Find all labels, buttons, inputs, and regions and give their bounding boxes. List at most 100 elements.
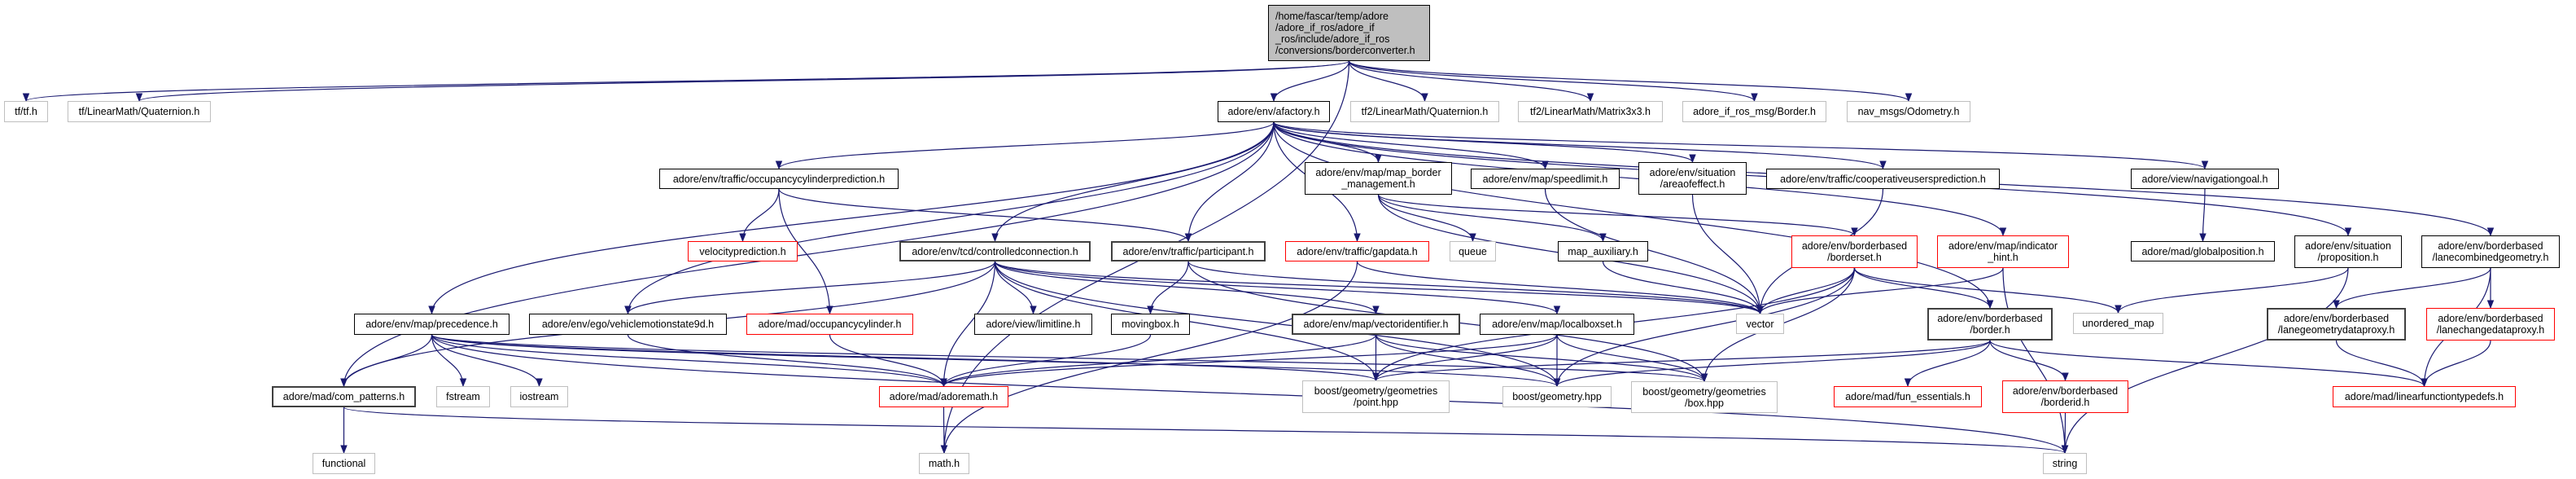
- node-tf_tf: tf/tf.h: [4, 101, 48, 122]
- edge-proposition-to-unordered: [2115, 267, 2349, 314]
- node-borderset[interactable]: adore/env/borderbased /borderset.h: [1791, 235, 1918, 268]
- node-iostream: iostream: [510, 386, 568, 407]
- edge-controlled-to-limitline: [994, 261, 1037, 315]
- node-movingbox[interactable]: movingbox.h: [1111, 314, 1190, 335]
- edge-com_patterns-to-string: [343, 406, 2068, 455]
- node-math: math.h: [919, 453, 969, 474]
- node-border_msg: adore_if_ros_msg/Border.h: [1682, 101, 1826, 122]
- node-afactory[interactable]: adore/env/afactory.h: [1218, 101, 1330, 122]
- edge-border-to-borderid: [1989, 340, 2069, 382]
- node-linfunc[interactable]: adore/mad/linearfunctiontypedefs.h: [2333, 386, 2516, 407]
- edge-controlled-to-vector: [994, 261, 1764, 315]
- edge-borderset-to-border: [1853, 267, 1994, 310]
- node-gapdata[interactable]: adore/env/traffic/gapdata.h: [1285, 241, 1429, 261]
- edge-afactory-to-precedence: [428, 121, 1275, 315]
- edge-precedence-to-bgeom: [431, 334, 1560, 388]
- edge-precedence-to-fstream: [431, 334, 467, 388]
- edge-border-to-funess: [1904, 340, 1991, 388]
- edge-borderset-to-bgeom: [1553, 267, 1856, 388]
- node-occpred[interactable]: adore/env/traffic/occupancycylinderpredi…: [659, 169, 899, 189]
- node-funess[interactable]: adore/mad/fun_essentials.h: [1834, 386, 1982, 407]
- node-point: boost/geometry/geometries /point.hpp: [1302, 380, 1450, 413]
- edge-afactory-to-participant: [1184, 121, 1275, 243]
- edge-precedence-to-point: [431, 334, 1380, 382]
- edge-occcyl-to-adoremath: [829, 334, 947, 388]
- node-speedlimit[interactable]: adore/env/map/speedlimit.h: [1471, 169, 1620, 189]
- edge-borderset-to-unordered: [1853, 267, 2122, 314]
- node-border[interactable]: adore/env/borderbased /border.h: [1927, 308, 2053, 341]
- edge-afactory-to-border: [1273, 121, 1994, 310]
- node-com_patterns[interactable]: adore/mad/com_patterns.h: [272, 386, 416, 407]
- node-vectorid[interactable]: adore/env/map/vectoridentifier.h: [1292, 314, 1460, 335]
- node-occcyl[interactable]: adore/mad/occupancycylinder.h: [746, 314, 913, 335]
- node-main[interactable]: /home/fascar/temp/adore /adore_if_ros/ad…: [1268, 5, 1430, 61]
- edge-controlled-to-vehmotion: [624, 261, 996, 315]
- node-limitline[interactable]: adore/view/limitline.h: [974, 314, 1092, 335]
- edge-map_border-to-queue: [1377, 194, 1476, 243]
- edge-gapdata-to-math: [940, 261, 1358, 455]
- edge-areaofeffect-to-vector: [1691, 194, 1764, 315]
- edge-occpred-to-velpred: [739, 188, 780, 243]
- node-bgeom: boost/geometry.hpp: [1502, 386, 1612, 407]
- edge-localbox-to-box: [1556, 334, 1708, 383]
- edge-adoremath-to-math: [940, 406, 948, 455]
- edge-movingbox-to-adoremath: [940, 334, 1152, 388]
- edge-vehmotion-to-adoremath: [627, 334, 947, 388]
- edge-border-to-bgeom: [1553, 340, 1991, 388]
- edge-main-to-border_msg: [1348, 60, 1758, 103]
- node-participant[interactable]: adore/env/traffic/participant.h: [1111, 241, 1266, 261]
- edge-main-to-odometry: [1348, 60, 1913, 103]
- node-navgoal[interactable]: adore/view/navigationgoal.h: [2131, 169, 2279, 189]
- edge-participant-to-movingbox: [1147, 261, 1189, 315]
- edge-afactory-to-vehmotion: [624, 121, 1275, 315]
- node-lanechange[interactable]: adore/env/borderbased /lanechangedatapro…: [2426, 308, 2555, 341]
- edge-lanecomb-to-lanegeom: [2333, 267, 2491, 310]
- edge-border-to-linfunc: [1989, 340, 2428, 388]
- node-lanegeom[interactable]: adore/env/borderbased /lanegeometrydatap…: [2267, 308, 2406, 341]
- node-fstream: fstream: [436, 386, 490, 407]
- node-cooppred[interactable]: adore/env/traffic/cooperativeuserspredic…: [1766, 169, 2000, 189]
- node-vehmotion[interactable]: adore/env/ego/vehiclemotionstate9d.h: [529, 314, 727, 335]
- edge-borderset-to-vector: [1756, 267, 1856, 315]
- node-lanecomb[interactable]: adore/env/borderbased /lanecombinedgeome…: [2421, 235, 2560, 268]
- node-velpred[interactable]: velocityprediction.h: [688, 241, 798, 261]
- edge-speedlimit-to-vector: [1544, 188, 1764, 315]
- edge-main-to-tf2_quat: [1348, 60, 1428, 103]
- node-areaofeffect[interactable]: adore/env/situation /areaofeffect.h: [1638, 162, 1747, 195]
- edge-main-to-tf_tf: [23, 60, 1350, 103]
- edge-border-to-point: [1372, 340, 1991, 382]
- node-adoremath[interactable]: adore/mad/adoremath.h: [879, 386, 1008, 407]
- node-indicator[interactable]: adore/env/map/indicator _hint.h: [1937, 235, 2069, 268]
- node-vector: vector: [1736, 314, 1784, 334]
- node-tf2_quat: tf2/LinearMath/Quaternion.h: [1350, 101, 1499, 122]
- node-map_border[interactable]: adore/env/map/map_border _management.h: [1305, 162, 1452, 195]
- node-map_aux[interactable]: map_auxiliary.h: [1558, 241, 1648, 261]
- edge-vectorid-to-box: [1375, 334, 1708, 383]
- edge-vectorid-to-bgeom: [1375, 334, 1561, 388]
- edge-navgoal-to-globalpos: [2199, 188, 2206, 243]
- edge-main-to-tf_quat: [136, 60, 1350, 103]
- node-borderid[interactable]: adore/env/borderbased /borderid.h: [2002, 380, 2128, 413]
- edge-afactory-to-navgoal: [1273, 121, 2208, 170]
- edge-proposition-to-string: [2061, 267, 2349, 455]
- node-precedence[interactable]: adore/env/map/precedence.h: [354, 314, 510, 335]
- edge-precedence-to-com_patterns: [340, 334, 433, 388]
- edge-occpred-to-occcyl: [778, 188, 833, 315]
- node-proposition[interactable]: adore/env/situation /proposition.h: [2294, 235, 2402, 268]
- edge-controlled-to-adoremath: [940, 261, 996, 388]
- edge-precedence-to-iostream: [431, 334, 543, 388]
- node-controlled[interactable]: adore/env/tcd/controlledconnection.h: [899, 241, 1091, 261]
- edge-occpred-to-participant: [778, 188, 1192, 243]
- edge-afactory-to-controlled: [991, 121, 1275, 243]
- node-unordered: unordered_map: [2073, 313, 2163, 334]
- edge-map_border-to-borderset: [1377, 194, 1858, 237]
- edge-lanegeom-to-linfunc: [2335, 340, 2428, 388]
- edge-afactory-to-com_patterns: [340, 121, 1275, 388]
- edge-controlled-to-vectorid: [994, 261, 1380, 315]
- node-localbox[interactable]: adore/env/map/localboxset.h: [1480, 314, 1634, 335]
- edge-map_border-to-map_aux: [1377, 194, 1607, 243]
- node-globalpos[interactable]: adore/mad/globalposition.h: [2131, 241, 2275, 261]
- node-tf_quat: tf/LinearMath/Quaternion.h: [68, 101, 211, 122]
